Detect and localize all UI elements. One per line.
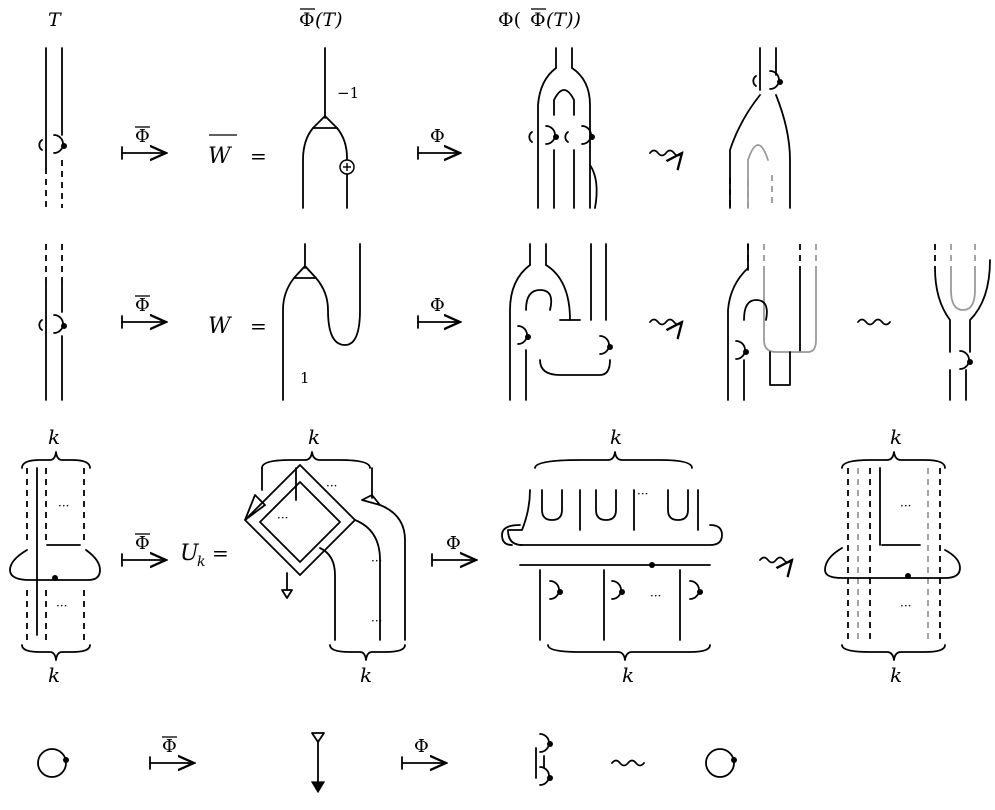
row3-result-diagram: k ··· ··· k	[824, 425, 961, 687]
svg-text:···: ···	[58, 499, 69, 513]
header-phibar-symbol: Φ	[299, 9, 315, 31]
svg-text:k: k	[48, 663, 60, 687]
row2-squiggle	[649, 318, 682, 325]
header-phibar-arg: (T)	[315, 9, 343, 31]
row2-w-diagram: 1	[282, 243, 361, 401]
row-4: Φ Φ	[37, 732, 737, 794]
row1-tangle-t	[38, 47, 68, 208]
row3-tangle: k ··· ··· k	[9, 425, 101, 687]
row2-arrow-phi: Φ	[417, 295, 460, 328]
svg-text:Φ: Φ	[135, 533, 150, 554]
row3-uk-diagram: k ··· ··· ··· ··· k	[244, 425, 406, 687]
column-headers: T Φ (T) Φ( Φ (T))	[48, 8, 581, 31]
svg-text:W: W	[208, 144, 233, 169]
svg-text:k: k	[197, 554, 205, 570]
row3-uk-label: U k =	[180, 541, 229, 570]
row3-arrow-phi: Φ	[431, 533, 476, 566]
svg-text:U: U	[180, 541, 200, 566]
row2-arrow-phibar: Φ	[121, 295, 166, 328]
row1-squiggle	[649, 149, 682, 156]
header-phi-phibar-t: Φ( Φ (T))	[498, 8, 581, 31]
svg-text:···: ···	[56, 599, 67, 613]
svg-text:k: k	[360, 663, 372, 687]
svg-text:=: =	[250, 314, 267, 338]
svg-text:k: k	[48, 425, 60, 449]
row1-wbar-diagram: −1	[302, 47, 359, 209]
row1-wbar-label: W =	[208, 134, 267, 169]
svg-text:=: =	[212, 541, 229, 565]
row3-arrow-phibar: Φ	[121, 533, 166, 566]
row-3: k ··· ··· k Φ U k =	[9, 425, 961, 687]
row2-w-label: W =	[208, 314, 267, 339]
svg-text:k: k	[890, 425, 902, 449]
svg-text:−1: −1	[337, 84, 359, 102]
svg-text:···: ···	[900, 599, 911, 613]
header-phi-symbol: Φ(	[498, 9, 521, 31]
row4-result-circle	[705, 748, 737, 778]
row2-bisquiggle	[857, 318, 891, 326]
row-1: Φ W = −1 Φ	[38, 47, 791, 209]
row3-arcs: ···	[507, 487, 699, 546]
row3-squiggle	[759, 556, 792, 563]
svg-text:k: k	[622, 663, 634, 687]
svg-text:Φ: Φ	[135, 295, 150, 316]
row-2: Φ W = 1 Φ	[38, 243, 991, 401]
svg-text:···: ···	[650, 589, 661, 603]
svg-text:···: ···	[277, 511, 288, 525]
svg-text:=: =	[250, 144, 267, 168]
row2-result-diagram	[727, 243, 817, 401]
svg-text:···: ···	[637, 487, 648, 501]
svg-text:k: k	[610, 425, 622, 449]
svg-text:···: ···	[371, 614, 382, 628]
row4-arrow-phibar: Φ	[149, 736, 194, 769]
row2-far-diagram	[934, 244, 991, 401]
row1-arrow-phibar: Φ	[121, 126, 166, 159]
svg-text:Φ: Φ	[414, 736, 429, 757]
svg-text:Φ: Φ	[430, 295, 445, 316]
header-inner-phibar: Φ	[530, 9, 546, 31]
svg-text:···: ···	[371, 554, 382, 568]
row1-arrow-phi: Φ	[417, 126, 460, 159]
svg-text:···: ···	[326, 479, 337, 493]
row3-image-diagram: k ··· ··· k	[501, 425, 723, 687]
svg-text:Φ: Φ	[162, 736, 177, 757]
row4-bisquiggle	[611, 759, 645, 767]
row1-result-diagram	[729, 47, 791, 209]
header-phibar-t: Φ (T)	[299, 8, 343, 31]
row2-tangle-t	[38, 244, 68, 401]
svg-text:Φ: Φ	[430, 126, 445, 147]
svg-text:k: k	[890, 663, 902, 687]
svg-text:W: W	[208, 314, 233, 339]
row2-image-diagram	[509, 243, 614, 401]
svg-text:···: ···	[900, 499, 911, 513]
row1-image-diagram	[528, 47, 598, 209]
svg-text:Φ: Φ	[446, 533, 461, 554]
row4-circle	[37, 748, 69, 778]
row4-image-diagram	[535, 733, 553, 786]
svg-text:1: 1	[300, 369, 310, 387]
row4-arrow-phi: Φ	[401, 736, 446, 769]
svg-text:k: k	[308, 425, 320, 449]
row4-cap-diagram	[310, 732, 326, 794]
svg-text:Φ: Φ	[135, 126, 150, 147]
header-inner-arg: (T))	[546, 9, 581, 31]
header-t: T	[48, 9, 62, 31]
